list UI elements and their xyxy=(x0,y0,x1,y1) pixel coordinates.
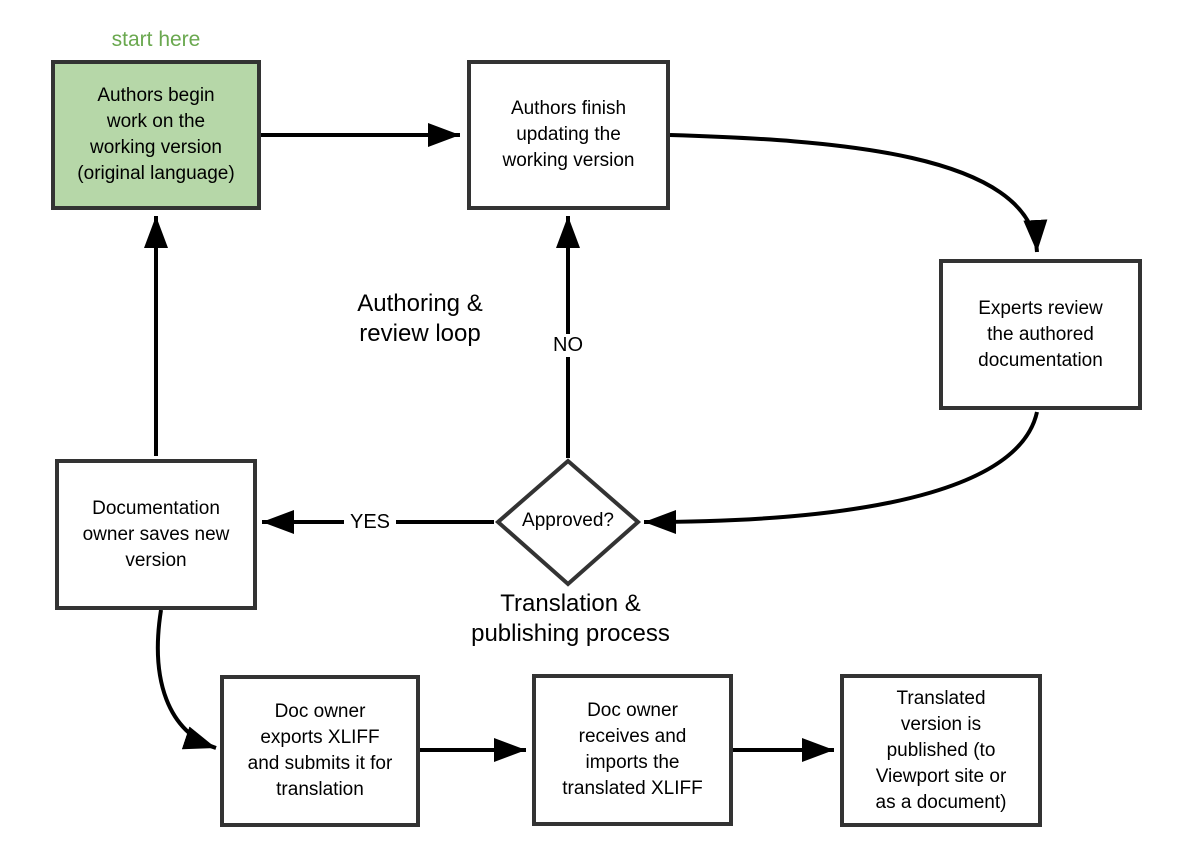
approved-decision-diamond xyxy=(494,458,642,587)
edge-label-no: NO xyxy=(548,334,588,357)
node-authors-begin: Authors begin work on the working versio… xyxy=(51,60,261,210)
start-here-label: start here xyxy=(111,28,201,51)
authoring-loop-label: Authoring & review loop xyxy=(357,290,483,347)
approved-decision-label: Approved? xyxy=(522,510,614,531)
arrow-saves-to-exports xyxy=(155,609,217,750)
arrow-experts-to-approved xyxy=(643,411,1039,534)
node-owner-imports-xliff: Doc owner receives and imports the trans… xyxy=(532,674,733,826)
node-owner-saves-version: Documentation owner saves new version xyxy=(55,459,257,610)
node-authors-finish: Authors finish updating the working vers… xyxy=(467,60,670,210)
translation-process-label: Translation & publishing process xyxy=(471,590,670,647)
node-translated-published: Translated version is published (to View… xyxy=(840,674,1042,827)
node-owner-exports-xliff: Doc owner exports XLIFF and submits it f… xyxy=(220,675,420,827)
node-experts-review: Experts review the authored documentatio… xyxy=(939,259,1142,410)
edge-label-yes: YES xyxy=(344,511,396,534)
arrow-finish-to-experts xyxy=(669,133,1048,253)
